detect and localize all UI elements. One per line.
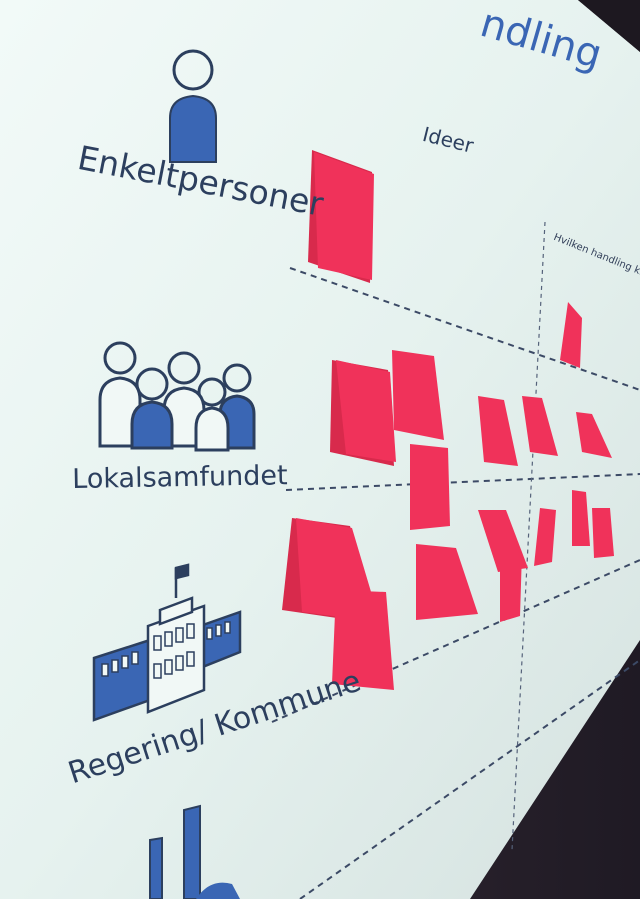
sticky-note: [500, 550, 522, 622]
sticky-note: [534, 508, 556, 566]
row-label-local-community: Lokalsamfundet: [72, 460, 288, 495]
row-divider-line: [271, 559, 640, 723]
group-of-people-icon: [98, 341, 256, 452]
sticky-note: [410, 444, 450, 530]
sticky-note: [522, 396, 558, 456]
sticky-note: [332, 590, 394, 690]
sticky-note: [478, 396, 518, 466]
row-divider-line: [299, 659, 640, 899]
sticky-note: [560, 302, 582, 368]
sticky-note: [416, 544, 478, 620]
single-person-icon: [169, 49, 217, 163]
sticky-note: [572, 490, 590, 546]
column-divider-line: [511, 221, 546, 851]
row-divider-line: [289, 267, 640, 391]
sticky-note: [592, 508, 614, 558]
sticky-notes: [282, 150, 614, 690]
factory-icon: [149, 804, 240, 899]
sticky-note: [330, 360, 396, 466]
sticky-note: [392, 350, 444, 440]
row-divider-line: [285, 473, 640, 491]
government-building-icon: [92, 563, 242, 722]
sticky-note: [576, 412, 612, 458]
sticky-note: [308, 150, 374, 283]
